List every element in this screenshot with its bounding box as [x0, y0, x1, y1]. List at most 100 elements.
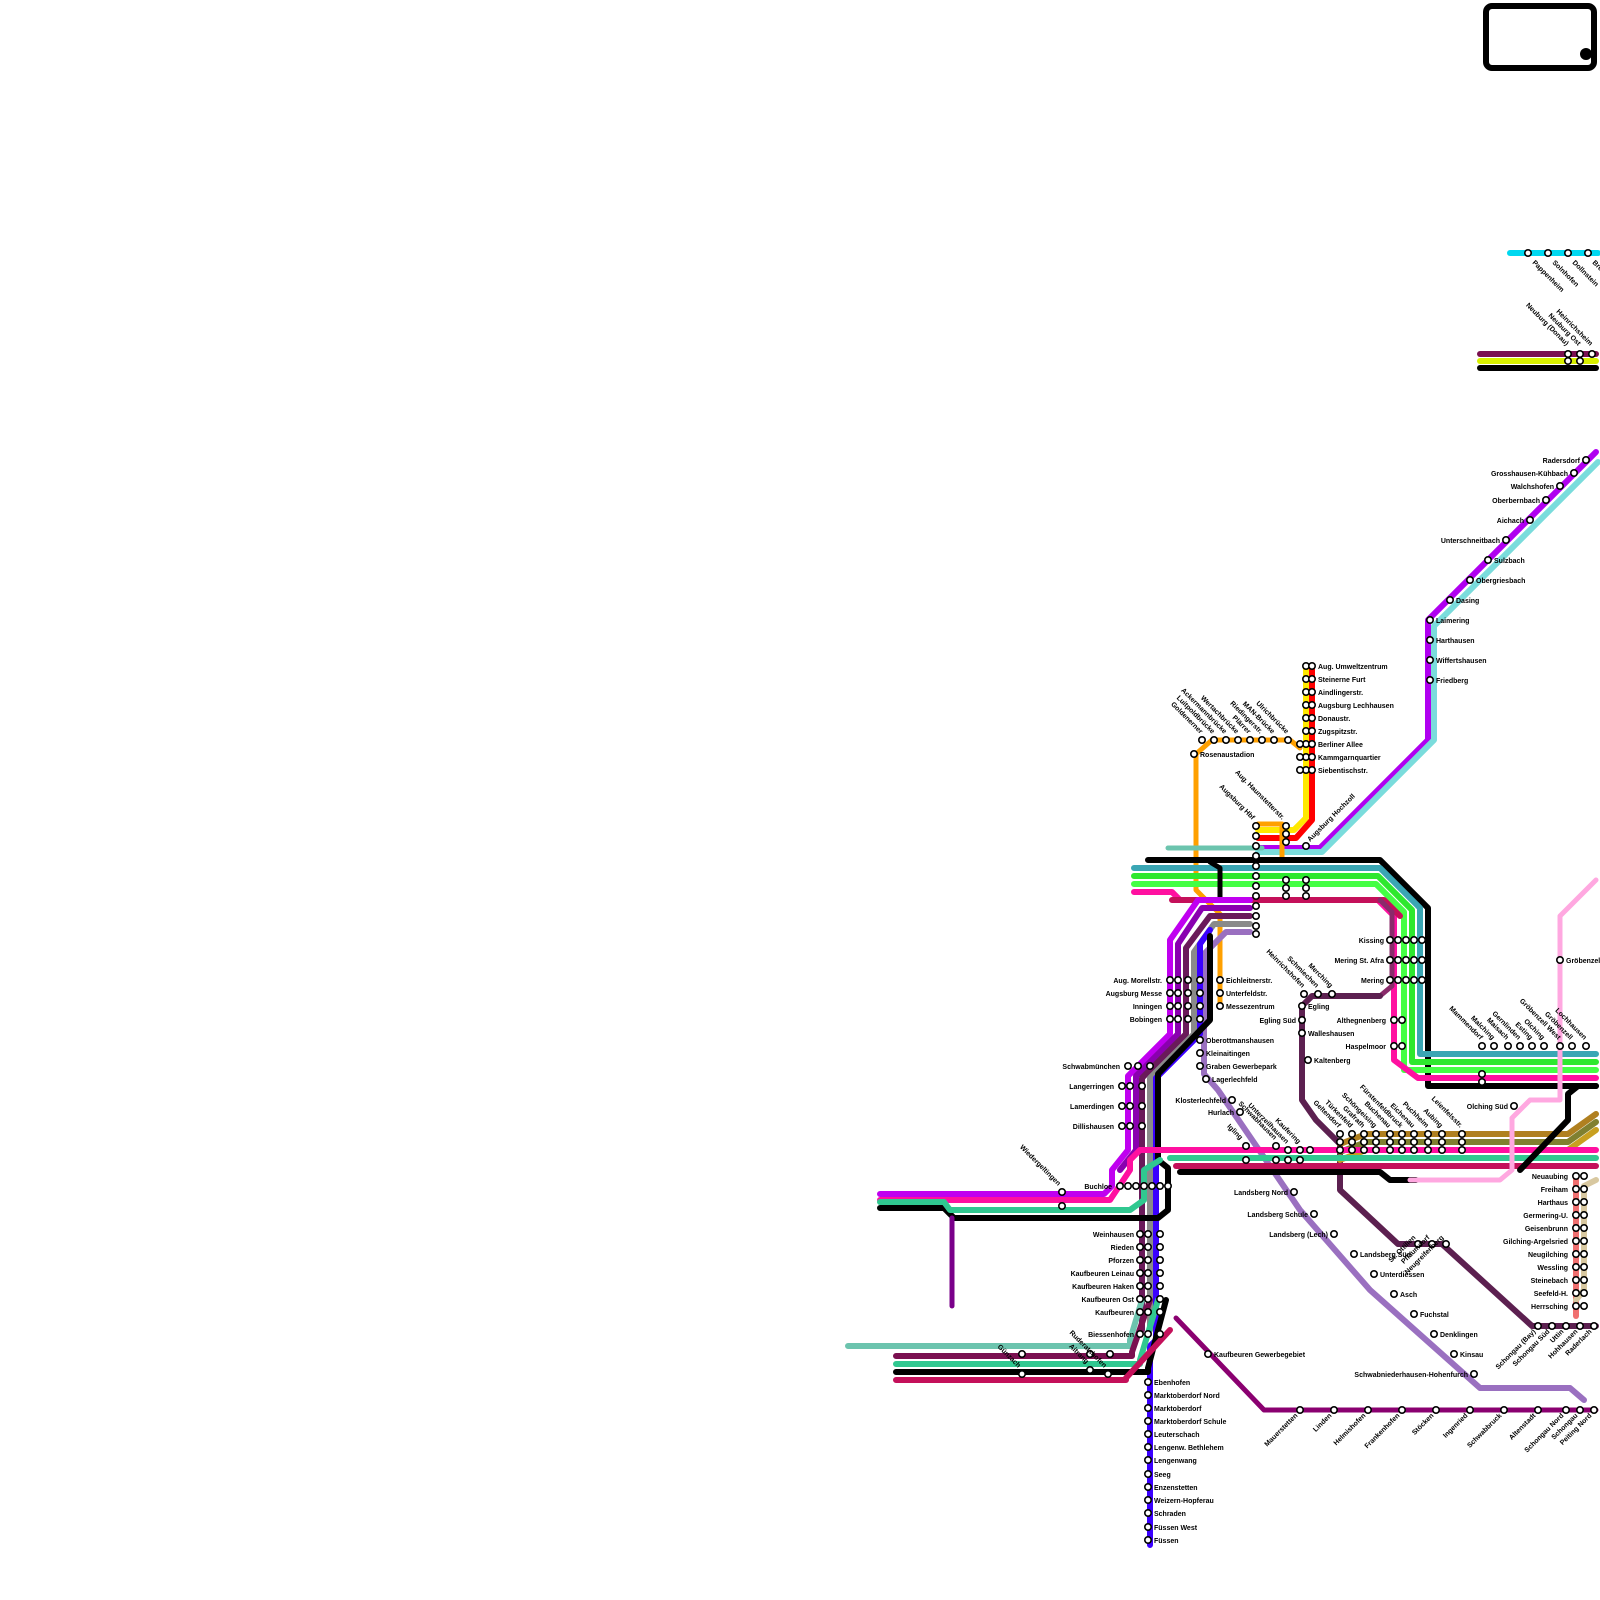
station-marker[interactable] — [1581, 1251, 1587, 1257]
station-marker[interactable] — [1271, 737, 1277, 743]
station-marker[interactable] — [1535, 1407, 1541, 1413]
station-marker[interactable] — [1059, 1189, 1065, 1195]
station-marker[interactable] — [1253, 853, 1259, 859]
station-marker[interactable] — [1197, 990, 1203, 996]
station-marker[interactable] — [1443, 1241, 1449, 1247]
station-marker[interactable] — [1139, 1123, 1145, 1129]
station-marker[interactable] — [1167, 977, 1173, 983]
station-marker[interactable] — [1329, 991, 1335, 997]
station-marker[interactable] — [1283, 831, 1289, 837]
station-marker[interactable] — [1253, 823, 1259, 829]
station-marker[interactable] — [1365, 1407, 1371, 1413]
station-marker[interactable] — [1581, 1199, 1587, 1205]
station-marker[interactable] — [1197, 1037, 1203, 1043]
station-marker[interactable] — [1119, 1123, 1125, 1129]
station-marker[interactable] — [1307, 1147, 1313, 1153]
station-marker[interactable] — [1253, 833, 1259, 839]
station-marker[interactable] — [1557, 483, 1563, 489]
station-marker[interactable] — [1167, 1016, 1173, 1022]
station-marker[interactable] — [1387, 1131, 1393, 1137]
station-marker[interactable] — [1137, 1244, 1143, 1250]
station-marker[interactable] — [1373, 1147, 1379, 1153]
station-marker[interactable] — [1185, 977, 1191, 983]
station-marker[interactable] — [1577, 351, 1583, 357]
station-marker[interactable] — [1019, 1351, 1025, 1357]
station-marker[interactable] — [1145, 1392, 1151, 1398]
station-marker[interactable] — [1253, 913, 1259, 919]
station-marker[interactable] — [1581, 1186, 1587, 1192]
station-marker[interactable] — [1243, 1157, 1249, 1163]
station-marker[interactable] — [1299, 1030, 1305, 1036]
station-marker[interactable] — [1581, 1225, 1587, 1231]
station-marker[interactable] — [1361, 1139, 1367, 1145]
station-marker[interactable] — [1583, 1043, 1589, 1049]
station-marker[interactable] — [1175, 1016, 1181, 1022]
station-marker[interactable] — [1141, 1183, 1147, 1189]
station-marker[interactable] — [1563, 1407, 1569, 1413]
station-marker[interactable] — [1309, 702, 1315, 708]
station-marker[interactable] — [1253, 893, 1259, 899]
station-marker[interactable] — [1433, 1407, 1439, 1413]
station-marker[interactable] — [1145, 1270, 1151, 1276]
station-marker[interactable] — [1581, 1277, 1587, 1283]
station-marker[interactable] — [1387, 1147, 1393, 1153]
station-marker[interactable] — [1253, 923, 1259, 929]
station-marker[interactable] — [1459, 1147, 1465, 1153]
station-marker[interactable] — [1427, 617, 1433, 623]
station-marker[interactable] — [1087, 1367, 1093, 1373]
station-marker[interactable] — [1411, 1311, 1417, 1317]
station-marker[interactable] — [1119, 1103, 1125, 1109]
station-marker[interactable] — [1253, 883, 1259, 889]
station-marker[interactable] — [1309, 689, 1315, 695]
station-marker[interactable] — [1471, 1371, 1477, 1377]
station-marker[interactable] — [1419, 957, 1425, 963]
station-marker[interactable] — [1387, 977, 1393, 983]
station-marker[interactable] — [1309, 728, 1315, 734]
station-marker[interactable] — [1253, 843, 1259, 849]
station-marker[interactable] — [1543, 497, 1549, 503]
station-marker[interactable] — [1485, 557, 1491, 563]
station-marker[interactable] — [1573, 1173, 1579, 1179]
station-marker[interactable] — [1291, 1189, 1297, 1195]
station-marker[interactable] — [1309, 741, 1315, 747]
station-marker[interactable] — [1373, 1131, 1379, 1137]
station-marker[interactable] — [1157, 1309, 1163, 1315]
station-marker[interactable] — [1019, 1371, 1025, 1377]
station-marker[interactable] — [1541, 1043, 1547, 1049]
station-marker[interactable] — [1145, 1471, 1151, 1477]
station-marker[interactable] — [1197, 1050, 1203, 1056]
station-marker[interactable] — [1361, 1131, 1367, 1137]
station-marker[interactable] — [1145, 1331, 1151, 1337]
station-marker[interactable] — [1285, 737, 1291, 743]
station-marker[interactable] — [1439, 1131, 1445, 1137]
station-marker[interactable] — [1297, 1157, 1303, 1163]
station-marker[interactable] — [1373, 1139, 1379, 1145]
station-marker[interactable] — [1419, 977, 1425, 983]
station-marker[interactable] — [1145, 1244, 1151, 1250]
station-marker[interactable] — [1145, 1457, 1151, 1463]
station-marker[interactable] — [1107, 1351, 1113, 1357]
station-marker[interactable] — [1145, 1231, 1151, 1237]
station-marker[interactable] — [1557, 1043, 1563, 1049]
station-marker[interactable] — [1175, 990, 1181, 996]
station-marker[interactable] — [1399, 1147, 1405, 1153]
station-marker[interactable] — [1283, 877, 1289, 883]
station-marker[interactable] — [1573, 1264, 1579, 1270]
station-marker[interactable] — [1573, 1186, 1579, 1192]
station-marker[interactable] — [1591, 1323, 1597, 1329]
station-marker[interactable] — [1387, 1139, 1393, 1145]
station-marker[interactable] — [1419, 937, 1425, 943]
station-marker[interactable] — [1399, 1407, 1405, 1413]
station-marker[interactable] — [1557, 957, 1563, 963]
station-marker[interactable] — [1399, 1043, 1405, 1049]
station-marker[interactable] — [1577, 1407, 1583, 1413]
station-marker[interactable] — [1157, 1283, 1163, 1289]
station-marker[interactable] — [1451, 1351, 1457, 1357]
station-marker[interactable] — [1229, 1097, 1235, 1103]
station-marker[interactable] — [1309, 754, 1315, 760]
station-marker[interactable] — [1145, 1257, 1151, 1263]
station-marker[interactable] — [1425, 1139, 1431, 1145]
station-marker[interactable] — [1157, 1244, 1163, 1250]
station-marker[interactable] — [1479, 1079, 1485, 1085]
station-marker[interactable] — [1217, 990, 1223, 996]
